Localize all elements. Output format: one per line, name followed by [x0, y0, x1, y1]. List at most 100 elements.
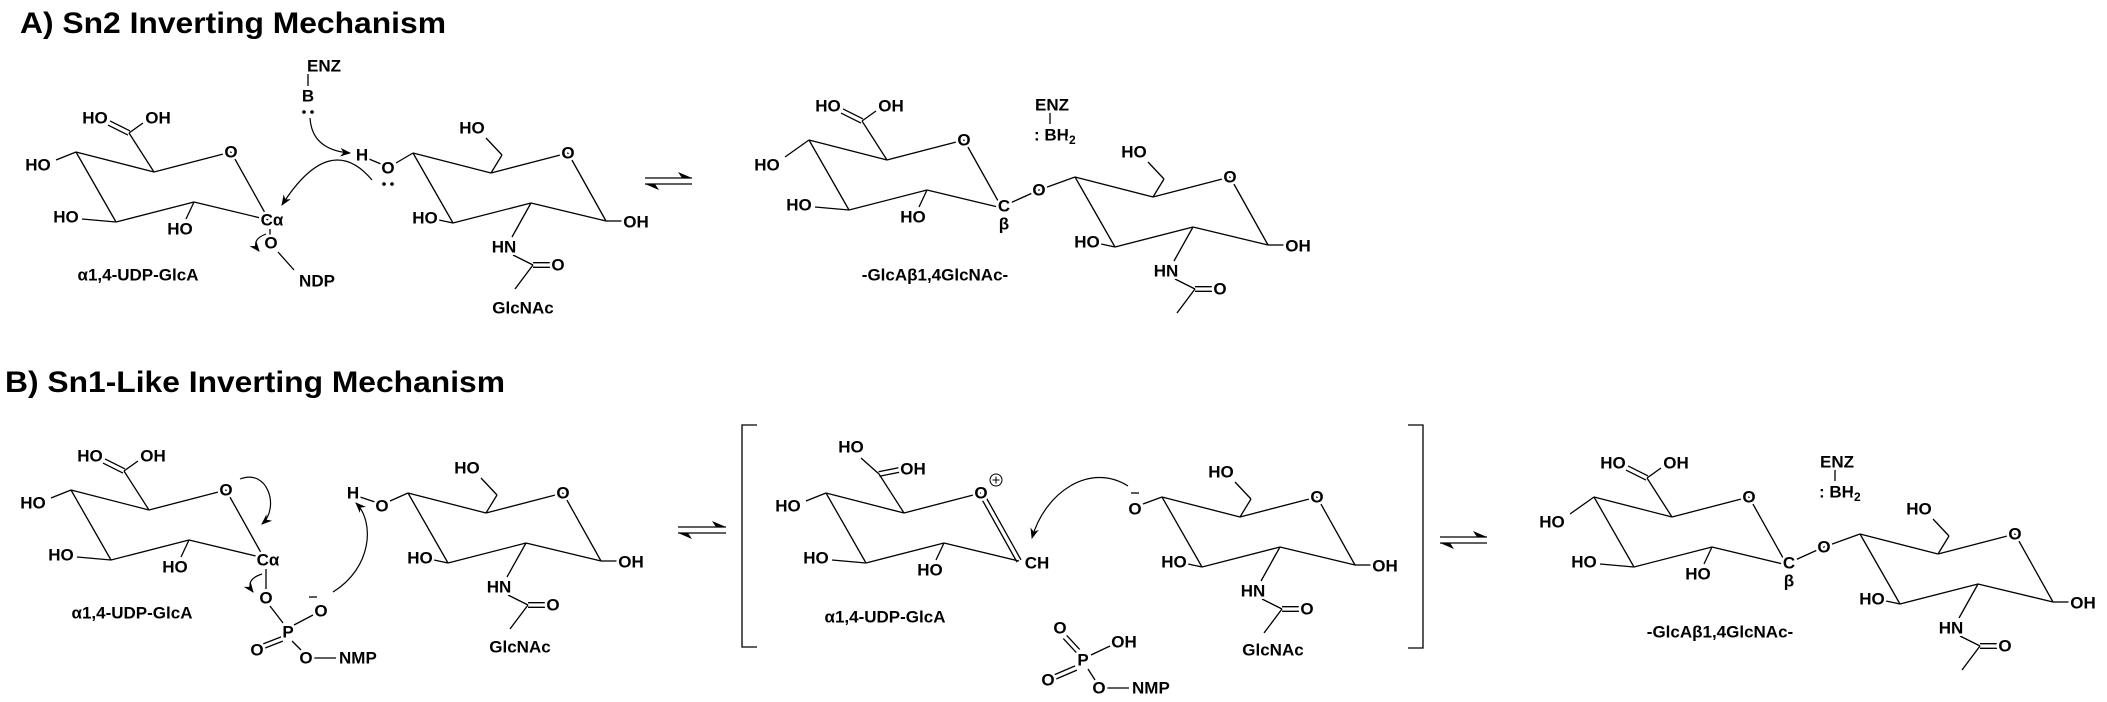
bond [480, 477, 498, 496]
anomeric-hydroxyl: OH [1372, 557, 1398, 576]
bond [185, 201, 195, 220]
double-bond [102, 462, 124, 474]
c3-hydroxyl: HO [48, 546, 74, 565]
c3-hydroxyl: HO [1161, 553, 1187, 572]
bond [506, 542, 527, 578]
bond [926, 189, 1003, 209]
bond [878, 473, 905, 514]
bond [75, 151, 155, 173]
bond [1885, 600, 1901, 605]
bond [433, 559, 449, 564]
bond [1703, 546, 1713, 565]
anomeric-carbon: C [1783, 554, 1795, 573]
double-bond [262, 636, 282, 645]
bond [55, 151, 77, 161]
acetamido-nh: HN [492, 238, 517, 257]
bridging-oxygen: O [1092, 679, 1105, 698]
c6-hydroxyl: HO [1906, 500, 1932, 519]
bond [935, 542, 945, 561]
glycosidic-oxygen: O [1817, 538, 1830, 557]
c3-hydroxyl: HO [1074, 233, 1100, 252]
bond [507, 594, 529, 606]
product-name: -GlcAβ1,4GlcNAc- [862, 266, 1008, 285]
bond-cleavage-arrow [243, 573, 263, 593]
bond [1147, 161, 1165, 180]
c3-hydroxyl: HO [407, 549, 433, 568]
bond [1932, 518, 1950, 537]
bond [1593, 496, 1635, 568]
bond [1646, 477, 1673, 518]
leaving-group-ndp: NDP [299, 272, 335, 291]
ring-oxygen: O [219, 481, 232, 500]
panel-b-title: B) Sn1-Like Inverting Mechanism [5, 366, 505, 399]
acetamido-nh: HN [1154, 262, 1179, 281]
c3-hydroxyl: HO [786, 196, 812, 215]
ring-oxygen: O [556, 484, 569, 503]
panel-a-title: A) Sn2 Inverting Mechanism [20, 7, 446, 40]
bond [562, 492, 602, 562]
bond [70, 489, 112, 561]
bond [1569, 496, 1595, 515]
methyl-bond [1176, 288, 1196, 314]
bond [1007, 189, 1040, 205]
bond [490, 152, 569, 174]
bond [76, 556, 112, 561]
positive-charge-icon [989, 473, 1003, 487]
bond [1977, 583, 2054, 603]
bond [1239, 496, 1318, 518]
bond [1142, 496, 1163, 505]
nucleophilic-attack-arrow [1030, 476, 1129, 540]
acetamido-nh: HN [1939, 619, 1964, 638]
bond [293, 614, 314, 626]
double-bond [842, 108, 864, 120]
bond [395, 152, 414, 164]
acceptor-oxygen: O [381, 159, 394, 178]
bond [412, 152, 454, 224]
hydroxyl-hydrogen: H [356, 146, 368, 165]
c3-hydroxyl: HO [803, 549, 829, 568]
bond [1279, 546, 1356, 566]
bond [1100, 243, 1116, 248]
bond [269, 605, 284, 624]
bond [291, 640, 302, 651]
bond [848, 189, 928, 211]
bond [1038, 176, 1076, 191]
phosphate-oxygen: O [1053, 619, 1066, 638]
double-bond [1066, 634, 1081, 650]
carboxyl-oxygen: HO [815, 97, 841, 116]
bond [1899, 583, 1979, 605]
bond [1316, 496, 1356, 566]
bond [1187, 563, 1203, 568]
anomeric-hydroxyl: OH [623, 213, 649, 232]
bond [1937, 533, 2016, 555]
acetyl-oxygen: O [1998, 637, 2011, 656]
bond [825, 492, 867, 564]
c2-hydroxyl: HO [167, 220, 193, 239]
bonds-layer [50, 74, 2069, 689]
oxocarbenium-double-bond [982, 491, 1022, 561]
hydroxyl-hydrogen: H [347, 484, 359, 503]
bond [115, 201, 195, 223]
c2-hydroxyl: HO [162, 558, 188, 577]
ring-oxygen: O [1310, 488, 1323, 507]
equilibrium-arrow-icon [678, 521, 726, 539]
bond [808, 139, 888, 161]
bond [485, 137, 503, 156]
base-lone-pair [302, 110, 306, 114]
bond [1671, 496, 1750, 518]
enzyme-label: ENZ [307, 57, 341, 76]
ring-oxygen: O [957, 131, 970, 150]
bond [1074, 176, 1154, 198]
bond [1192, 226, 1269, 246]
anomeric-oxygen: O [264, 234, 277, 253]
bond [123, 470, 150, 511]
anomeric-carbon: C [998, 197, 1010, 216]
protonated-base: : BH2 [1034, 126, 1076, 148]
bond [886, 139, 965, 161]
bond [1087, 668, 1096, 681]
anomeric-carbon-alpha: Cα [261, 211, 284, 230]
bond [1646, 467, 1662, 479]
bond [963, 139, 1003, 209]
